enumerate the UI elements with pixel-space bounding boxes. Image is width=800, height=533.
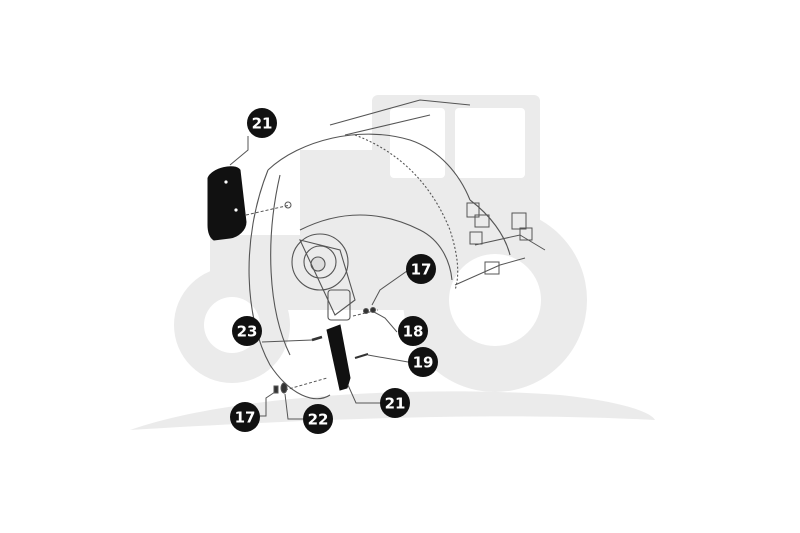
linkage-mechanism <box>454 202 546 286</box>
leader-22 <box>284 393 303 420</box>
callout-label: 17 <box>411 261 432 279</box>
leader-lines <box>229 136 409 420</box>
fender-rim <box>354 134 459 291</box>
callout-21-upper: 21 <box>247 108 277 138</box>
callout-19: 19 <box>408 347 438 377</box>
callout-17-upper: 17 <box>406 254 436 284</box>
leader-17b <box>254 391 276 417</box>
callout-label: 19 <box>413 354 434 372</box>
fender-frame-line-2 <box>344 114 431 136</box>
leader-23 <box>261 339 313 343</box>
callout-23: 23 <box>232 316 262 346</box>
fender-top <box>267 133 471 201</box>
fender-lower-edge <box>299 214 453 281</box>
callout-22: 22 <box>303 404 333 434</box>
fender-side <box>469 199 511 256</box>
leader-21b <box>347 384 384 404</box>
callout-17-lower: 17 <box>230 402 260 432</box>
callout-21-lower: 21 <box>380 388 410 418</box>
callout-label: 17 <box>235 409 256 427</box>
tractor-watermark-cutouts <box>204 108 541 353</box>
cover-plate-upper <box>207 166 292 241</box>
fender-inner-arc <box>270 174 291 356</box>
leader-21a <box>229 136 249 166</box>
leader-19 <box>367 354 409 363</box>
leader-17a <box>371 270 408 306</box>
cover-plate-lower <box>326 324 351 391</box>
callout-18: 18 <box>398 316 428 346</box>
callout-label: 18 <box>403 323 424 341</box>
fender-frame-line <box>329 99 471 126</box>
callout-label: 23 <box>237 323 258 341</box>
hub-bracket <box>291 233 356 321</box>
callout-label: 21 <box>385 395 406 413</box>
callout-label: 21 <box>252 115 273 133</box>
callout-label: 22 <box>308 411 329 429</box>
fasteners <box>273 307 379 394</box>
fender-outer-arc <box>248 169 331 400</box>
fender-assembly <box>248 99 511 400</box>
leader-18 <box>373 311 398 333</box>
